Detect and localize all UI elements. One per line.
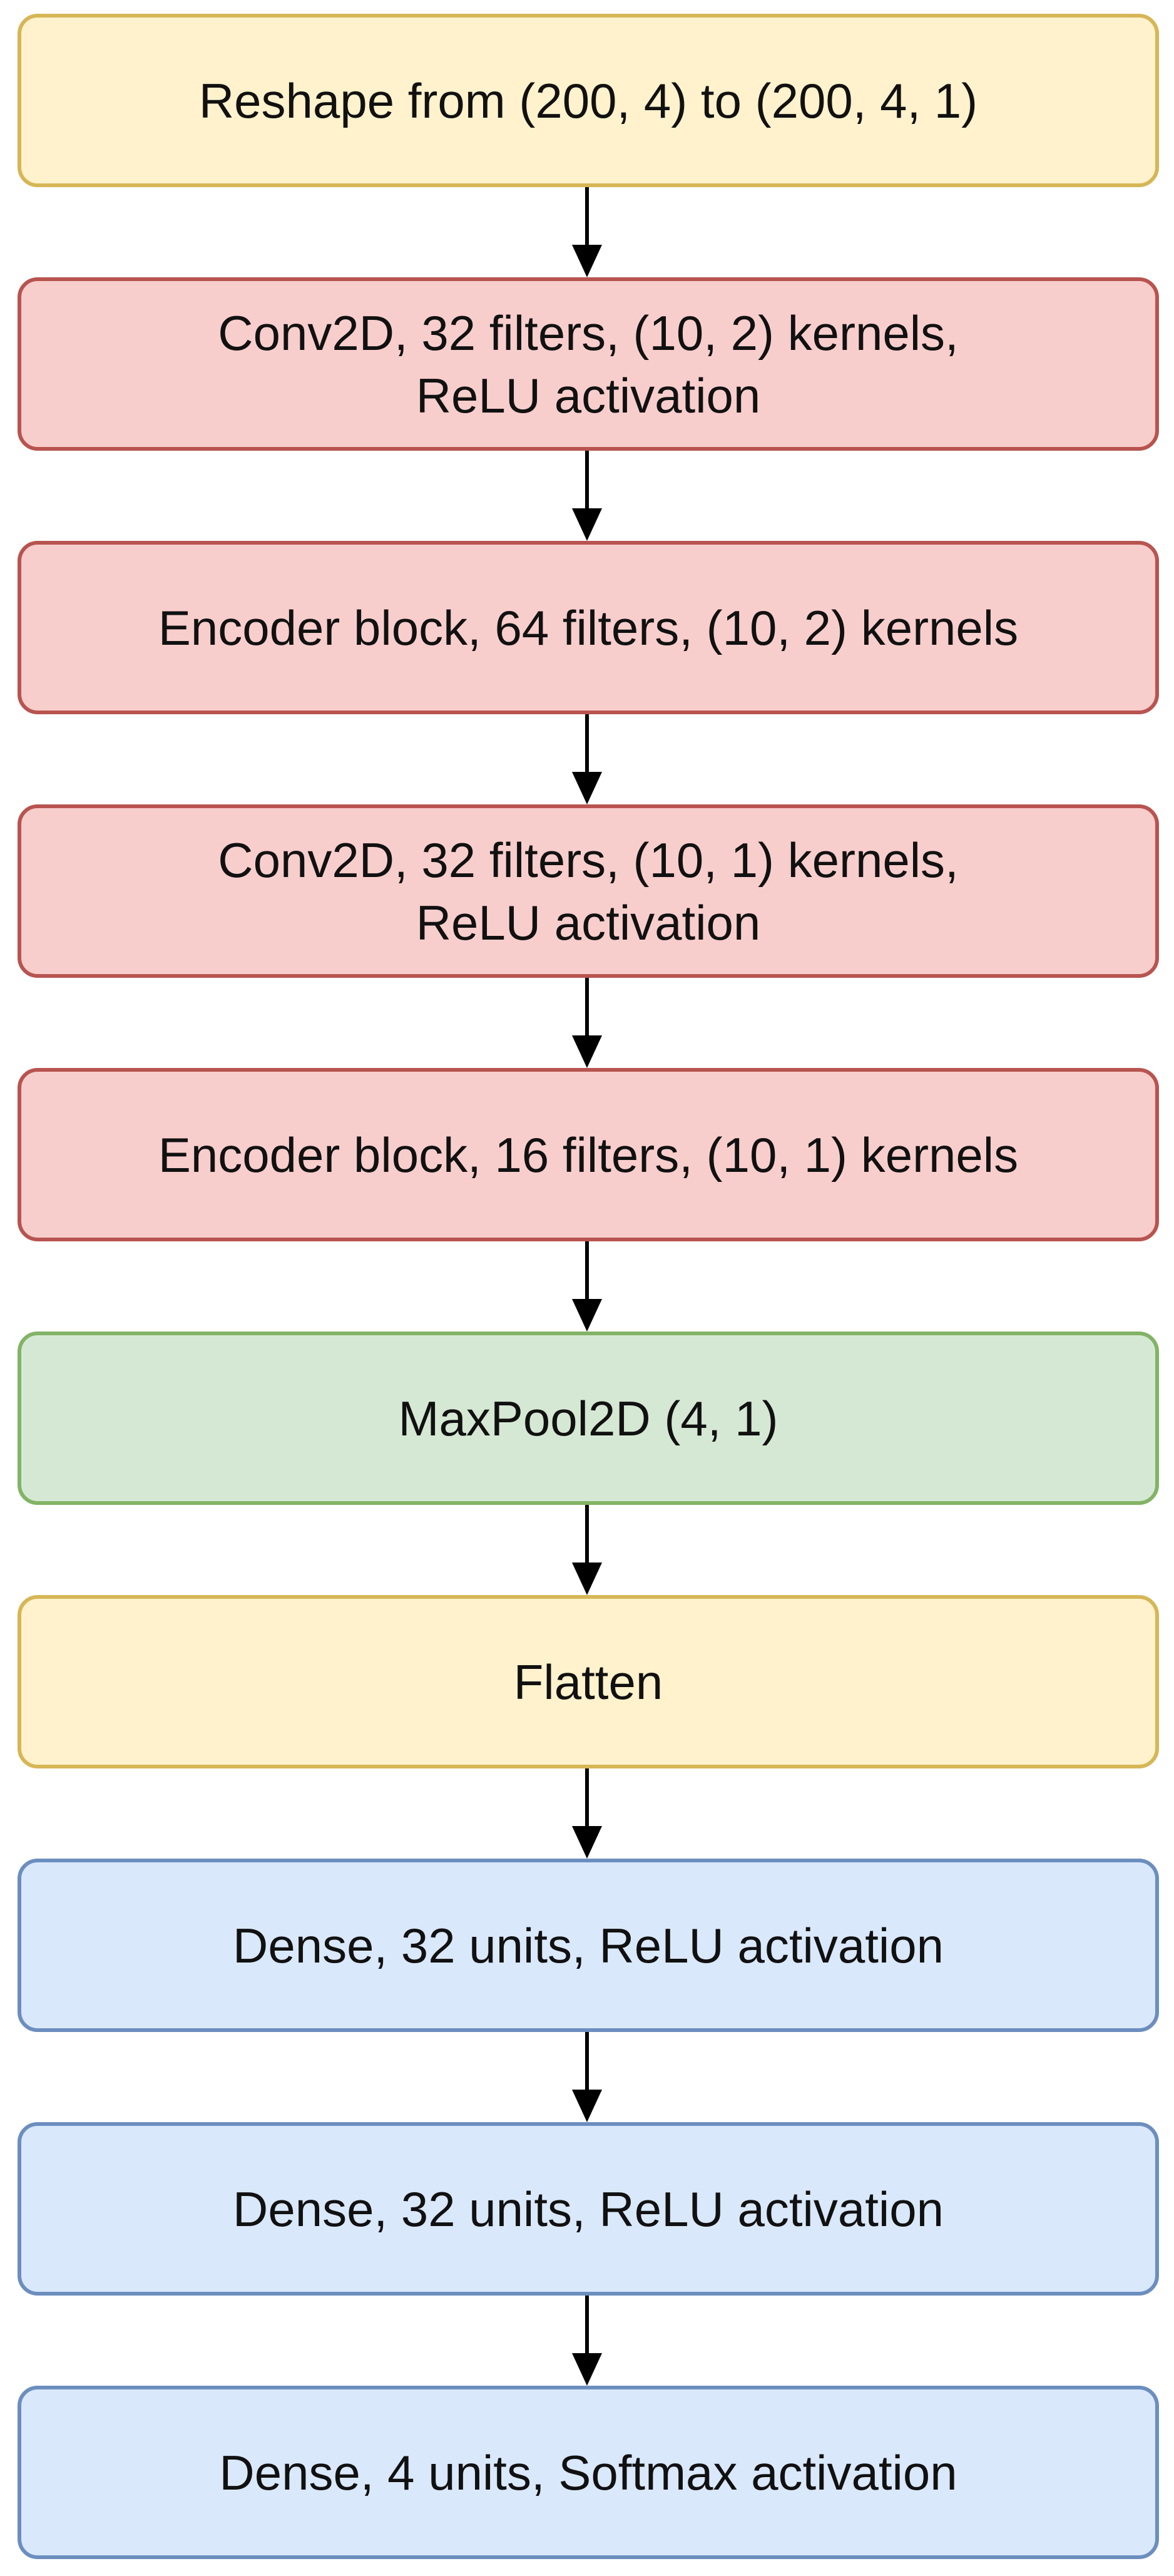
layer-encoder-block-2: Encoder block, 16 filters, (10, 1) kerne… <box>18 1068 1159 1241</box>
layer-conv2d-2: Conv2D, 32 filters, (10, 1) kernels, ReL… <box>18 804 1159 978</box>
layer-maxpool2d: MaxPool2D (4, 1) <box>18 1332 1159 1505</box>
arrow-down-icon <box>572 1241 602 1332</box>
layer-reshape: Reshape from (200, 4) to (200, 4, 1) <box>18 14 1159 187</box>
arrow-down-icon <box>572 2032 602 2122</box>
layer-conv2d-1: Conv2D, 32 filters, (10, 2) kernels, ReL… <box>18 277 1159 451</box>
layer-dense-2: Dense, 32 units, ReLU activation <box>18 2122 1159 2296</box>
arrow-down-icon <box>572 714 602 804</box>
arrow-down-icon <box>572 451 602 541</box>
layer-dense-1: Dense, 32 units, ReLU activation <box>18 1859 1159 2032</box>
arrow-down-icon <box>572 1768 602 1859</box>
layer-dense-output: Dense, 4 units, Softmax activation <box>18 2386 1159 2559</box>
arrow-down-icon <box>572 1505 602 1595</box>
layer-flatten: Flatten <box>18 1595 1159 1768</box>
arrow-down-icon <box>572 2296 602 2386</box>
arrow-down-icon <box>572 187 602 277</box>
arrow-down-icon <box>572 978 602 1068</box>
layer-encoder-block-1: Encoder block, 64 filters, (10, 2) kerne… <box>18 541 1159 714</box>
